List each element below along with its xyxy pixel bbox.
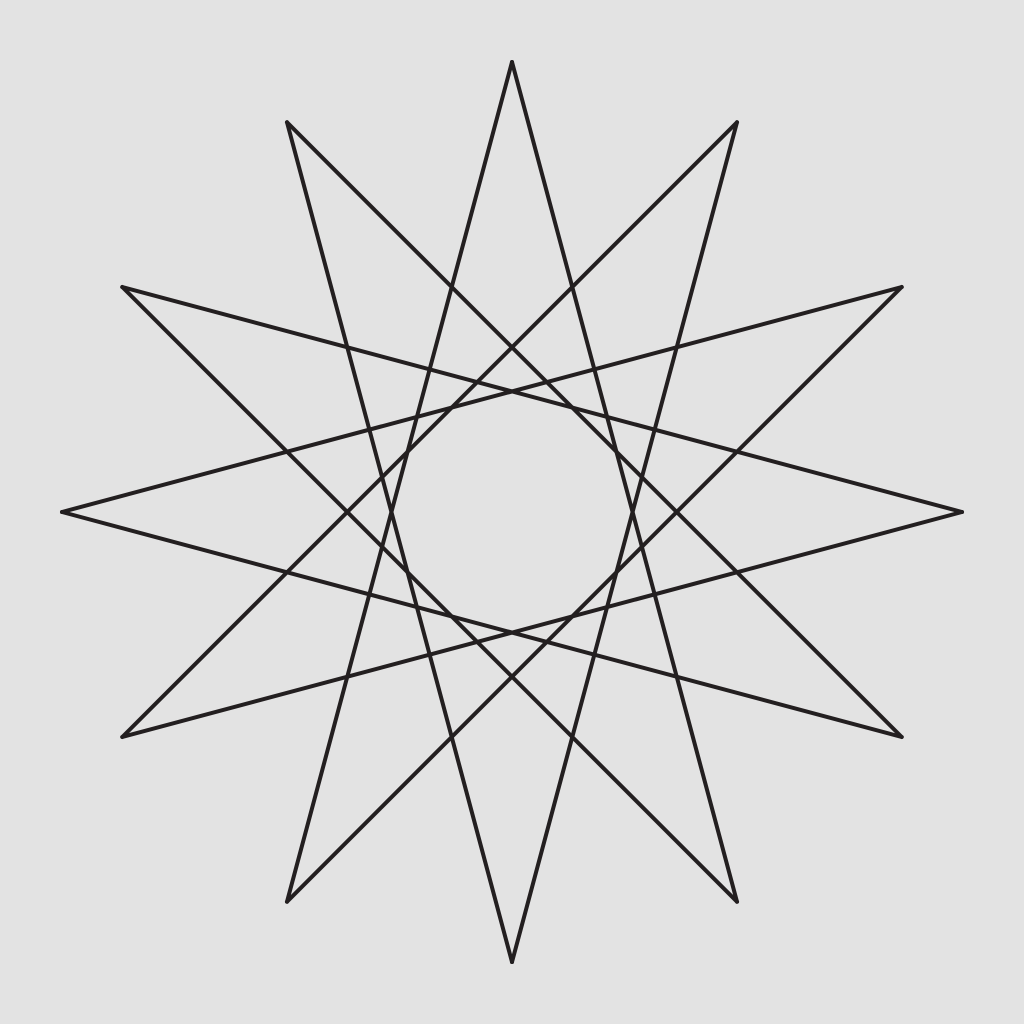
star-edge-9 — [60, 285, 904, 514]
star-edge-5 — [120, 285, 739, 904]
star-edge-11 — [285, 120, 904, 739]
star-polygon-edges — [60, 60, 964, 964]
star-edge-4 — [60, 510, 904, 739]
star-edge-2 — [285, 285, 904, 904]
star-edge-0 — [510, 60, 739, 904]
star-edge-10 — [120, 285, 964, 514]
star-edge-3 — [120, 510, 964, 739]
star-edge-6 — [285, 120, 514, 964]
star-edge-1 — [510, 120, 739, 964]
star-edge-8 — [120, 120, 739, 739]
star-edge-7 — [285, 60, 514, 904]
